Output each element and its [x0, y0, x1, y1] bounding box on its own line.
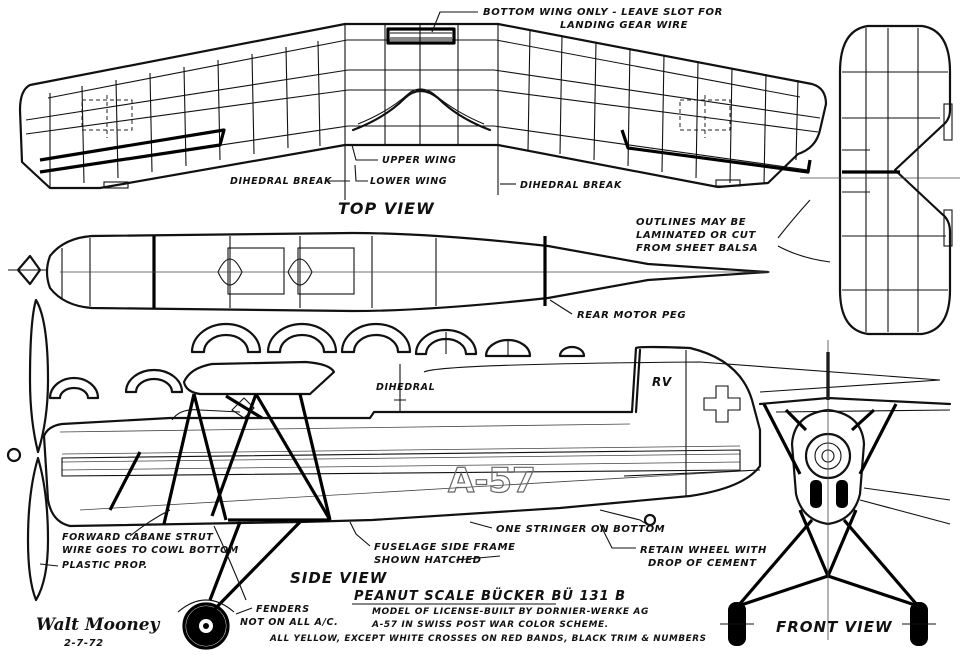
outlines-note: OUTLINES MAY BE LAMINATED OR CUT FROM SH… — [636, 199, 831, 263]
lower-wing-label: LOWER WING — [370, 176, 447, 187]
bottom-wing-note: BOTTOM WING ONLY - LEAVE SLOT FOR — [483, 7, 723, 18]
retain-wheel-note-2: DROP OF CEMENT — [648, 558, 757, 569]
fuselage-side-note-2: SHOWN HATCHED — [374, 555, 482, 566]
dihedral-break-right: DIHEDRAL BREAK — [520, 180, 622, 191]
side-view-title: SIDE VIEW — [290, 569, 388, 587]
front-view: FRONT VIEW — [720, 340, 952, 646]
title-block: PEANUT SCALE BÜCKER BÜ 131 B MODEL OF LI… — [269, 588, 707, 644]
model-desc-2: A-57 IN SWISS POST WAR COLOR SCHEME. — [371, 620, 609, 630]
retain-wheel-note-1: RETAIN WHEEL WITH — [640, 545, 767, 556]
outlines-note-1: OUTLINES MAY BE — [636, 217, 746, 228]
top-view-annotations: BOTTOM WING ONLY - LEAVE SLOT FOR LANDIN… — [230, 7, 723, 218]
fuselage-side-note-1: FUSELAGE SIDE FRAME — [374, 542, 516, 553]
plastic-prop-label: PLASTIC PROP. — [62, 560, 148, 571]
model-title: PEANUT SCALE BÜCKER BÜ 131 B — [354, 588, 626, 604]
upper-wing-label: UPPER WING — [382, 155, 457, 166]
model-desc-1: MODEL OF LICENSE-BUILT BY DORNIER-WERKE … — [372, 607, 649, 617]
signature-block: Walt Mooney 2-7-72 — [36, 615, 161, 649]
top-view-title: TOP VIEW — [338, 199, 435, 218]
dihedral-break-left: DIHEDRAL BREAK — [230, 176, 332, 187]
fuselage-top-view: REAR MOTOR PEG — [8, 231, 770, 321]
rear-motor-peg-label: REAR MOTOR PEG — [577, 310, 686, 321]
outlines-note-2: LAMINATED OR CUT — [636, 230, 757, 241]
side-view: A-57 RV — [6, 298, 941, 650]
one-stringer-label: ONE STRINGER ON BOTTOM — [496, 524, 665, 535]
date: 2-7-72 — [64, 638, 104, 649]
tail-code: RV — [652, 375, 673, 389]
outlines-note-3: FROM SHEET BALSA — [636, 243, 758, 254]
forward-cabane-note-1: FORWARD CABANE STRUT — [62, 532, 214, 543]
model-desc-3: ALL YELLOW, EXCEPT WHITE CROSSES ON RED … — [269, 634, 707, 644]
fuselage-code: A-57 — [448, 461, 536, 501]
forward-cabane-note-2: WIRE GOES TO COWL BOTTOM — [62, 545, 239, 556]
formers — [48, 322, 586, 400]
front-view-title: FRONT VIEW — [776, 618, 893, 636]
bottom-wing-note-2: LANDING GEAR WIRE — [560, 20, 688, 31]
fenders-note-1: FENDERS — [256, 604, 310, 615]
fenders-note-2: NOT ON ALL A/C. — [240, 617, 338, 628]
dihedral-label: DIHEDRAL — [376, 382, 435, 393]
top-view-wing — [18, 22, 828, 190]
tail-planform — [800, 24, 960, 336]
side-view-annotations: FORWARD CABANE STRUT WIRE GOES TO COWL B… — [39, 509, 767, 628]
signature: Walt Mooney — [36, 615, 161, 635]
